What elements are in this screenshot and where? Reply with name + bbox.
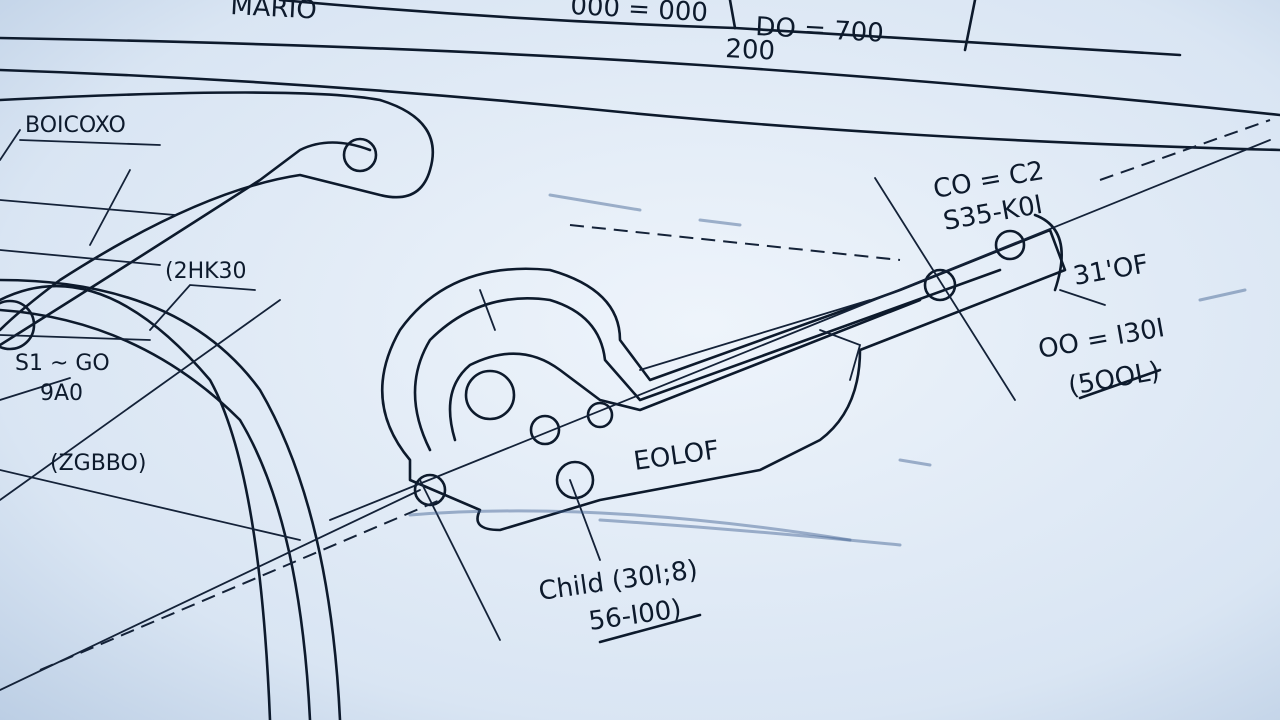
label-dim-b: 9A0	[40, 381, 83, 406]
title-cell-c: 200	[725, 34, 776, 67]
label-dim-a: S1 ~ GO	[15, 351, 110, 376]
title-block	[0, 0, 1280, 152]
title-partial: MARIO	[230, 0, 318, 26]
label-left-top: BOICOXO	[25, 113, 126, 138]
central-part	[39, 119, 1271, 671]
label-left-mid: (2HK30	[165, 259, 247, 284]
label-left-bottom: (ZGBBO)	[50, 451, 146, 476]
title-cell-b: DO = 700	[755, 12, 885, 49]
